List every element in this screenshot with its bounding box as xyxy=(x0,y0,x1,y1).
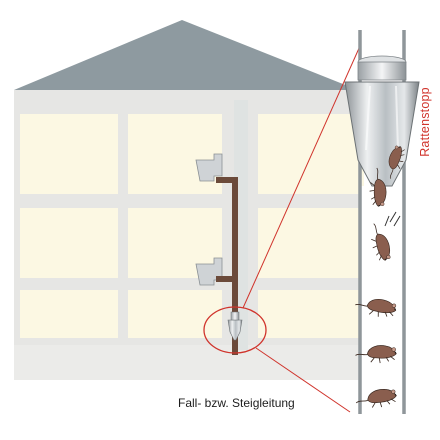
window xyxy=(20,290,118,338)
pipe-branch xyxy=(216,177,238,183)
cone-shading xyxy=(365,85,399,151)
zoom-circle-icon xyxy=(203,45,361,413)
window xyxy=(128,290,222,338)
zoom-circle xyxy=(203,306,267,354)
window xyxy=(258,208,364,278)
downpipe-icon xyxy=(195,153,243,355)
cone-collar xyxy=(357,61,407,81)
device-label: Rattenstopp xyxy=(418,87,432,157)
motion-lines-icon xyxy=(384,211,401,227)
roof xyxy=(14,20,358,90)
window xyxy=(258,290,364,338)
pipe-branch xyxy=(216,276,238,282)
rat-stop-cone-icon xyxy=(344,55,420,187)
window xyxy=(20,208,118,278)
window xyxy=(20,114,118,194)
window xyxy=(258,114,364,194)
pipe-label: Fall- bzw. Steigleitung xyxy=(178,396,295,410)
device-label-container: Rattenstopp xyxy=(405,82,440,162)
zoom-line xyxy=(242,45,361,309)
rat-stop-cone-small-top xyxy=(230,311,240,321)
wall-base-stripe xyxy=(14,345,364,380)
window xyxy=(128,114,222,194)
cone-body xyxy=(344,81,420,187)
gutter-hopper xyxy=(195,153,223,182)
downpipe xyxy=(232,177,238,355)
house-icon xyxy=(14,20,364,380)
rat-stop-cone-small xyxy=(227,319,243,341)
zoom-line xyxy=(255,347,351,413)
pipe-detail xyxy=(344,30,420,414)
